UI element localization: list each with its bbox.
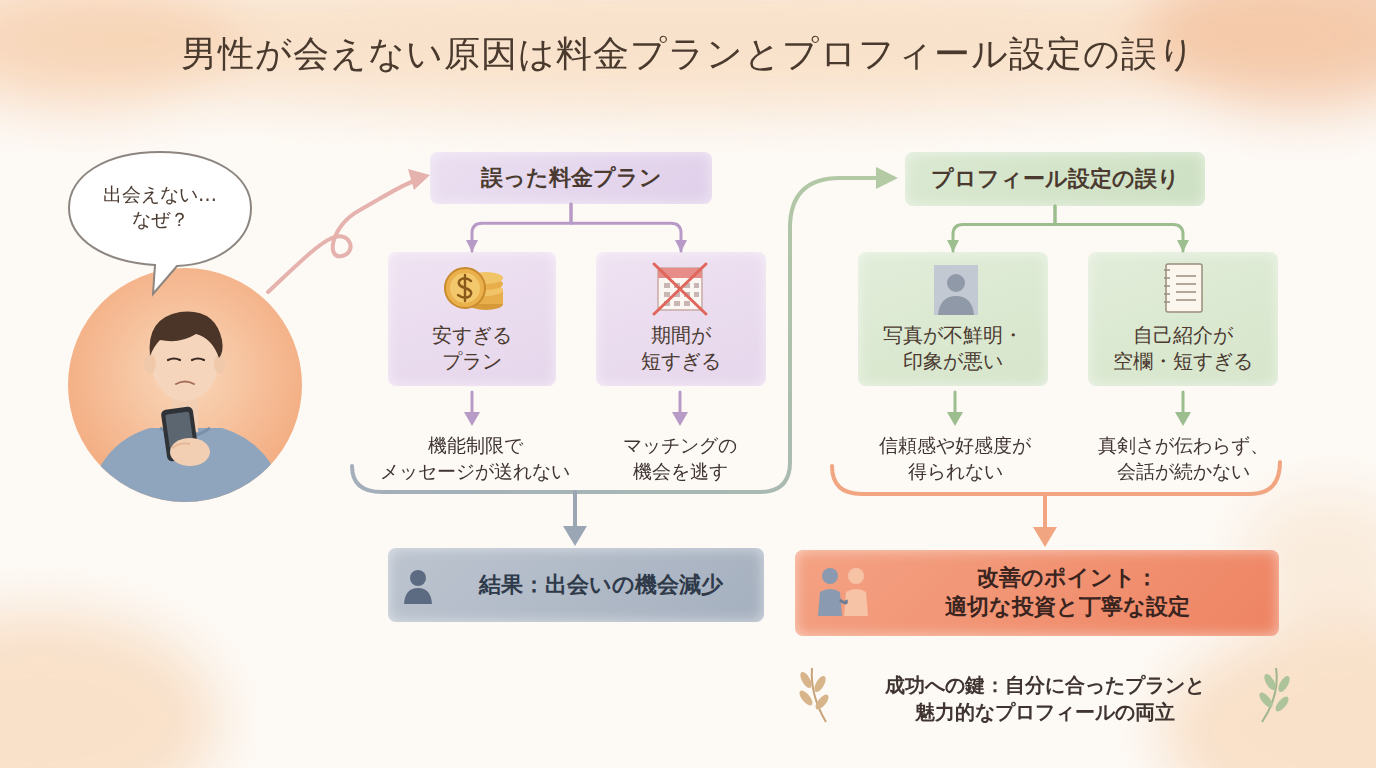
- connector-arrow: [953, 206, 1055, 251]
- man-illustration-part: [68, 268, 302, 502]
- effect-arrow-part: [464, 412, 480, 426]
- merge-bracket-part: [1043, 494, 1047, 530]
- leaf-decoration-part: [812, 668, 826, 722]
- effect-arrow: [464, 392, 1191, 426]
- node-text: 自己紹介が 空欄・短すぎる: [1103, 322, 1263, 374]
- merge-bracket: [352, 167, 898, 546]
- node-text: 期間が 短すぎる: [621, 322, 741, 374]
- cause-box: 自己紹介が 空欄・短すぎる: [1088, 252, 1278, 386]
- node-text: 安すぎる プラン: [412, 322, 532, 374]
- node-text: 写真が不鮮明・ 印象が悪い: [873, 322, 1033, 374]
- effect-arrow-part: [954, 392, 957, 414]
- leaf-decoration-part: [1273, 695, 1291, 714]
- merge-bracket-part: [1033, 527, 1057, 547]
- leaf-decoration-part: [798, 670, 814, 690]
- node-text: 改善のポイント： 適切な投資と丁寧な設定: [902, 564, 1232, 621]
- effect-arrow-part: [679, 392, 682, 414]
- man-illustration-part-part: [172, 444, 190, 449]
- node-text: 誤った料金プラン: [481, 164, 662, 193]
- man-illustration-part-part: [144, 354, 156, 374]
- man-illustration-part-part: [214, 354, 226, 374]
- node-text: 出会えない… なぜ？: [95, 182, 225, 231]
- connector-arrow: [571, 204, 681, 251]
- merge-bracket-part: [352, 178, 880, 492]
- man-illustration-part-part: [172, 392, 198, 432]
- effect-arrow-part: [471, 392, 474, 414]
- bubble-outline: [69, 152, 251, 294]
- effect-label: 信頼感や好感度が 得られない: [845, 433, 1065, 484]
- node-text: プロフィール設定の誤り: [931, 165, 1180, 194]
- man-illustration-part-part: [150, 312, 223, 358]
- effect-label: 真剣さが伝わらず、 会話が続かない: [1073, 433, 1293, 484]
- watercolor-wash-part: [0, 0, 1376, 110]
- merge-bracket-part: [573, 492, 577, 530]
- man-illustration: [68, 268, 302, 520]
- flow-arrow-part: [408, 169, 430, 190]
- diagram-title: 男性が会えない原因は料金プランとプロフィール設定の誤り: [0, 30, 1376, 79]
- improvement-box: 改善のポイント： 適切な投資と丁寧な設定: [795, 550, 1279, 636]
- connector-arrow: [472, 204, 571, 251]
- man-illustration-part: [85, 312, 290, 520]
- leaf-decoration-part: [813, 693, 831, 712]
- man-illustration-part-part: [168, 359, 204, 361]
- leaf-decoration-part: [1262, 668, 1277, 722]
- merge-bracket-part: [563, 526, 587, 546]
- leaf-decoration-part: [812, 674, 828, 694]
- leaf-decoration-part: [797, 689, 815, 708]
- merge-bracket-part: [876, 167, 898, 189]
- man-illustration-part-part: [160, 428, 210, 437]
- man-illustration-part-part: [165, 412, 194, 455]
- node-text: 結果：出会いの機会減少: [479, 571, 723, 600]
- man-illustration-part-part: [170, 438, 210, 466]
- leaf-decoration-part: [1262, 672, 1278, 692]
- effect-arrow-part: [1182, 392, 1185, 414]
- man-illustration-part-part: [151, 319, 219, 401]
- connector-arrow: [1055, 206, 1183, 251]
- watercolor-wash-part: [0, 610, 220, 768]
- leaf-decoration-part: [1257, 691, 1275, 710]
- effect-label: マッチングの 機会を逃す: [595, 433, 765, 484]
- man-illustration-part-part: [176, 382, 194, 385]
- effect-arrow-part: [672, 412, 688, 426]
- category-header: 誤った料金プラン: [430, 152, 712, 204]
- leaf-decoration-part: [1276, 674, 1292, 694]
- effect-arrow-part: [947, 412, 963, 426]
- cause-box: 安すぎる プラン: [388, 252, 556, 386]
- man-illustration-part-part: [161, 406, 200, 462]
- effect-label: 機能制限で メッセージが送れない: [365, 433, 585, 484]
- category-header: プロフィール設定の誤り: [905, 152, 1205, 206]
- result-box: 結果：出会いの機会減少: [388, 548, 764, 622]
- effect-arrow-part: [1175, 412, 1191, 426]
- key-note: 成功への鍵：自分に合ったプランと 魅力的なプロフィールの両立: [880, 672, 1210, 726]
- man-illustration-part-part: [85, 428, 290, 520]
- speech-bubble: 出会えない… なぜ？: [65, 148, 255, 298]
- cause-box: 写真が不鮮明・ 印象が悪い: [858, 252, 1048, 386]
- cause-box: 期間が 短すぎる: [596, 252, 766, 386]
